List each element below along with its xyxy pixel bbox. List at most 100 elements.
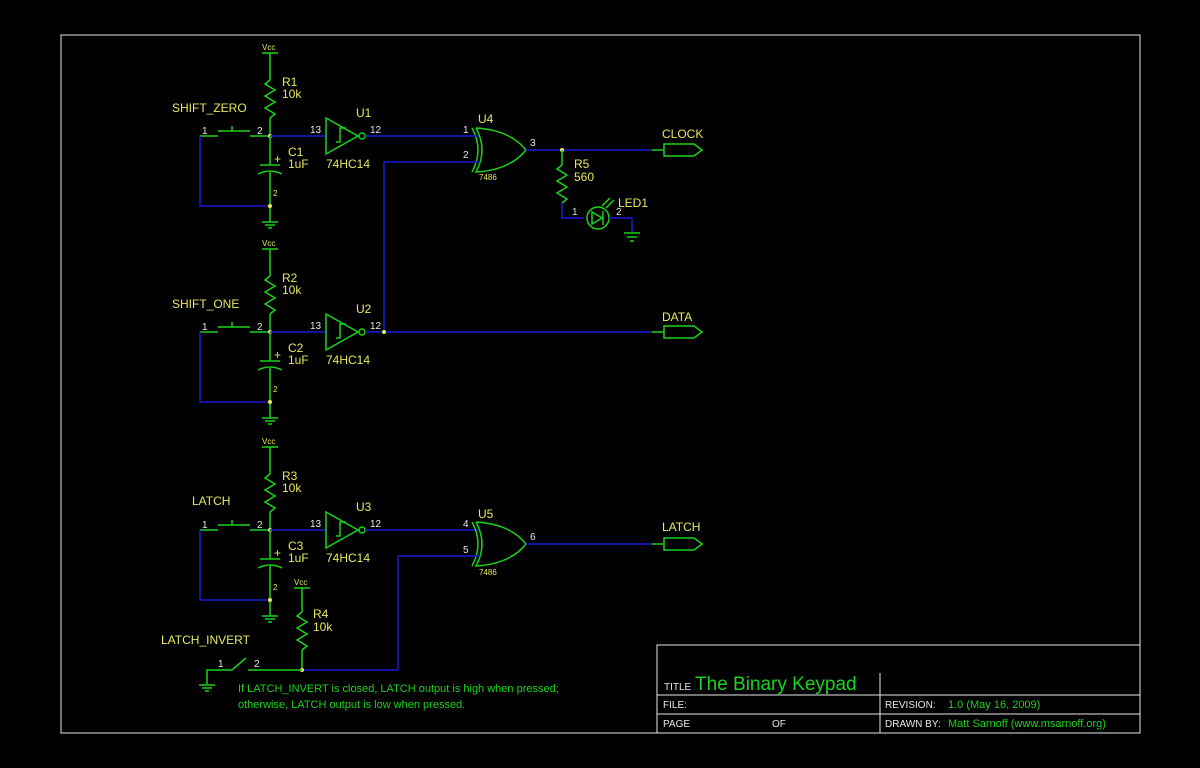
c2-plus: + bbox=[274, 348, 281, 362]
revision-value: 1.0 (May 16, 2009) bbox=[948, 699, 1040, 711]
resistor-r4 bbox=[295, 611, 309, 651]
u5-ref: U5 bbox=[478, 507, 494, 521]
xor-u5: U5 7486 4 5 6 bbox=[397, 507, 652, 670]
r2-ref: R2 bbox=[282, 271, 298, 285]
switch-pin-2: 2 bbox=[257, 322, 263, 333]
c3-plus: + bbox=[274, 546, 281, 560]
title-block: TITLE The Binary Keypad FILE: PAGE OF RE… bbox=[656, 644, 1141, 734]
u4-ref: U4 bbox=[478, 112, 494, 126]
switch-pin-2: 2 bbox=[257, 126, 263, 137]
inverter-u3-bubble bbox=[358, 526, 366, 534]
switch-pin-2: 2 bbox=[257, 520, 263, 531]
resistor-r5 bbox=[555, 164, 569, 204]
u1-pin-out: 12 bbox=[370, 125, 382, 136]
schmitt-symbol bbox=[336, 323, 346, 339]
c1-value: 1uF bbox=[288, 157, 309, 171]
wire-led-gnd bbox=[609, 217, 633, 232]
switch-lead-a bbox=[206, 669, 232, 684]
stage-shift-one: Vcc R2 10k SHIFT_ONE 1 2 + C2 1uF 2 13 U… bbox=[172, 239, 652, 425]
switch-return-wire bbox=[199, 530, 270, 601]
schmitt-symbol bbox=[336, 127, 346, 143]
switch-label-shift-one: SHIFT_ONE bbox=[172, 297, 239, 311]
net-label-latch: LATCH bbox=[662, 520, 700, 534]
u4-part: 7486 bbox=[479, 173, 497, 182]
switch-pin-1: 1 bbox=[202, 126, 208, 137]
u5-pin-b: 5 bbox=[463, 545, 469, 556]
led1-arrow bbox=[601, 197, 611, 207]
inverter-u2-bubble bbox=[358, 328, 366, 336]
xor-gate-u5 bbox=[471, 521, 527, 567]
wire-r5-led bbox=[561, 203, 584, 219]
of-key: OF bbox=[772, 719, 786, 730]
inverter-u1 bbox=[325, 116, 360, 156]
led1-diode bbox=[591, 210, 604, 226]
port-data: DATA bbox=[652, 310, 704, 339]
drawing-title: The Binary Keypad bbox=[695, 674, 857, 695]
xor-u4: U4 7486 1 2 3 R5 560 1 LED1 2 bbox=[383, 112, 652, 332]
junction bbox=[268, 598, 272, 602]
inverter-u1-bubble bbox=[358, 132, 366, 140]
drawn-by-value: Matt Sarnoff (www.msarnoff.org) bbox=[948, 718, 1106, 730]
file-key: FILE: bbox=[663, 700, 687, 711]
c2-pin: 2 bbox=[273, 385, 278, 394]
vcc-label: Vcc bbox=[294, 578, 307, 587]
r2-value: 10k bbox=[282, 283, 302, 297]
switch-pin-1: 1 bbox=[202, 520, 208, 531]
led1-arrow bbox=[605, 199, 615, 209]
u2-pin-in: 13 bbox=[310, 321, 322, 332]
inverter-u2 bbox=[325, 312, 360, 352]
u5-pin-a: 4 bbox=[463, 519, 469, 530]
revision-key: REVISION: bbox=[885, 700, 936, 711]
u4-pin-b: 2 bbox=[463, 150, 469, 161]
net-label-clock: CLOCK bbox=[662, 127, 703, 141]
latch-port-symbol bbox=[663, 537, 704, 551]
u5-part: 7486 bbox=[479, 568, 497, 577]
switch-label-latch: LATCH bbox=[192, 494, 230, 508]
inverter-u3 bbox=[325, 510, 360, 550]
r3-ref: R3 bbox=[282, 469, 298, 483]
led1-ref: LED1 bbox=[618, 196, 648, 210]
xor-gate-u4 bbox=[471, 127, 527, 173]
led1 bbox=[586, 206, 610, 230]
clock-port-symbol bbox=[663, 143, 704, 157]
switch-label-shift-zero: SHIFT_ZERO bbox=[172, 101, 247, 115]
switch-pin-1: 1 bbox=[202, 322, 208, 333]
c2-value: 1uF bbox=[288, 353, 309, 367]
r5-ref: R5 bbox=[574, 157, 590, 171]
u3-pin-out: 12 bbox=[370, 519, 382, 530]
schmitt-symbol bbox=[336, 521, 346, 537]
resistor-r3 bbox=[263, 473, 277, 513]
title-block-frame bbox=[656, 644, 1141, 734]
drawn-by-key: DRAWN BY: bbox=[885, 719, 941, 730]
c2-ref: C2 bbox=[288, 341, 304, 355]
vcc-label: Vcc bbox=[262, 437, 275, 446]
port-clock: CLOCK bbox=[652, 127, 704, 157]
resistor-r1 bbox=[263, 79, 277, 119]
u2-ref: U2 bbox=[356, 302, 372, 316]
port-latch: LATCH bbox=[652, 520, 704, 551]
switch-return-wire bbox=[199, 136, 270, 207]
data-port-symbol bbox=[663, 325, 704, 339]
c1-plate-bottom bbox=[257, 170, 283, 175]
stage-latch: Vcc R3 10k LATCH 1 2 + C3 1uF 2 13 U3 7 bbox=[192, 437, 478, 623]
wire-data-to-u4 bbox=[383, 161, 480, 332]
net-label-data: DATA bbox=[662, 310, 692, 324]
switch-pin-1: 1 bbox=[218, 659, 224, 670]
u2-part: 74HC14 bbox=[326, 353, 370, 367]
note-line-1: If LATCH_INVERT is closed, LATCH output … bbox=[238, 683, 559, 695]
r4-ref: R4 bbox=[313, 607, 329, 621]
stage-shift-zero: Vcc R1 10k SHIFT_ZERO 1 2 + C1 1uF 2 13 … bbox=[172, 43, 466, 229]
u3-pin-in: 13 bbox=[310, 519, 322, 530]
led-pin-2: 2 bbox=[616, 207, 622, 218]
junction bbox=[382, 330, 386, 334]
vcc-label: Vcc bbox=[262, 239, 275, 248]
r4-value: 10k bbox=[313, 620, 333, 634]
latch-invert-section: Vcc R4 10k LATCH_INVERT 1 2 bbox=[161, 578, 398, 692]
switch-return-wire bbox=[199, 332, 270, 403]
c3-ref: C3 bbox=[288, 539, 304, 553]
u1-ref: U1 bbox=[356, 106, 372, 120]
resistor-r2 bbox=[263, 275, 277, 315]
wire-invert-to-u5 bbox=[397, 555, 480, 670]
c1-pin: 2 bbox=[273, 189, 278, 198]
